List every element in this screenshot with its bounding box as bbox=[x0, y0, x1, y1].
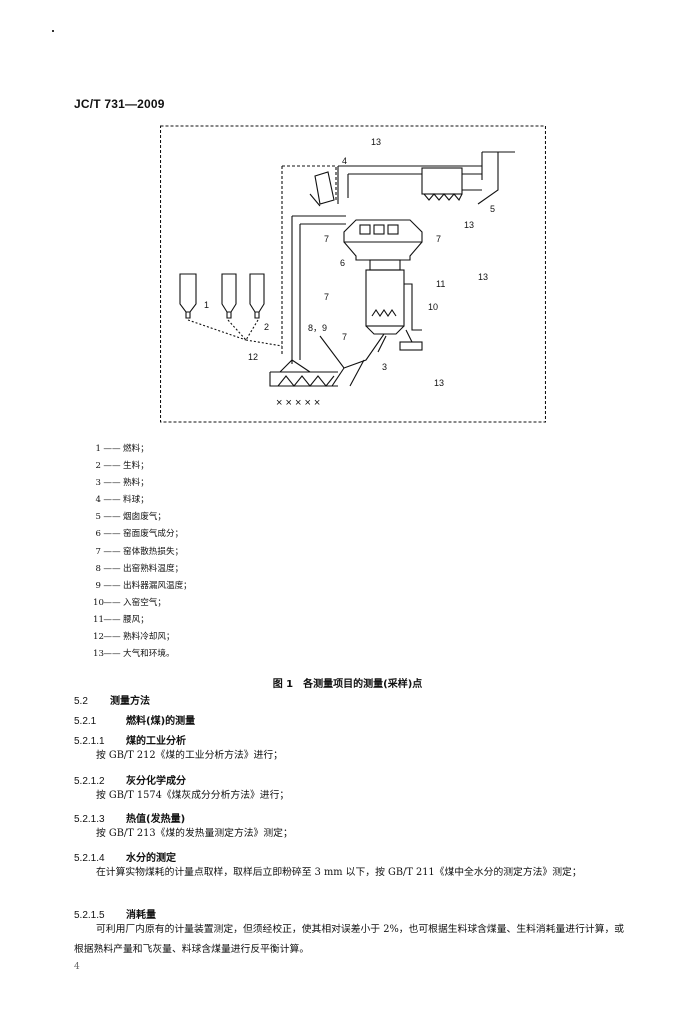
label-7-right: 7 bbox=[436, 234, 441, 244]
label-13-mid: 13 bbox=[478, 272, 488, 282]
legend-item: 9——出料器漏风温度； bbox=[95, 580, 192, 591]
label-7-low: 7 bbox=[342, 332, 347, 342]
legend-item: 4——料球； bbox=[95, 495, 149, 506]
label-6: 6 bbox=[340, 258, 345, 268]
kiln-diagram: 13 4 5 13 7 7 6 13 11 7 10 1 2 8，9 7 12 … bbox=[160, 125, 546, 423]
legend-item: 2——生料； bbox=[95, 461, 149, 472]
figure-1: 13 4 5 13 7 7 6 13 11 7 10 1 2 8，9 7 12 … bbox=[160, 124, 546, 424]
paragraph-5-2-1-2: 按 GB/T 1574《煤灰成分分析方法》进行； bbox=[96, 790, 290, 801]
feeder-4 bbox=[314, 171, 335, 205]
label-7-left: 7 bbox=[324, 234, 329, 244]
label-2: 2 bbox=[264, 322, 269, 332]
label-4: 4 bbox=[342, 156, 347, 166]
label-3: 3 bbox=[382, 362, 387, 372]
label-13-right: 13 bbox=[464, 220, 474, 230]
legend-item: 13——大气和环境。 bbox=[93, 649, 175, 660]
label-8-9: 8，9 bbox=[308, 323, 327, 333]
legend-item: 6——窑面废气成分； bbox=[95, 529, 184, 540]
kiln-shaft bbox=[365, 269, 405, 327]
page-number: 4 bbox=[74, 962, 80, 972]
boundary-dashed bbox=[160, 125, 546, 423]
legend-item: 10——入窑空气； bbox=[93, 597, 166, 608]
legend-item: 8——出窑熟料温度； bbox=[95, 563, 184, 574]
label-10: 10 bbox=[428, 302, 438, 312]
legend-item: 1——燃料； bbox=[95, 444, 149, 454]
paragraph-5-2-1-5: 可利用厂内原有的计量装置测定，但须经校正，使其相对误差小于 2%，也可根据生料球… bbox=[74, 924, 625, 955]
label-1: 1 bbox=[204, 300, 209, 310]
legend-item: 11——腰风； bbox=[93, 614, 149, 625]
label-5: 5 bbox=[490, 204, 495, 214]
standard-number: JC/T 731—2009 bbox=[74, 97, 165, 111]
paragraph-5-2-1-3: 按 GB/T 213《煤的发热量测定方法》测定； bbox=[96, 828, 293, 839]
figure-legend: 1——燃料； 2——生料； 3——熟料； 4——料球； 5——烟囱废气； 6——… bbox=[93, 441, 192, 663]
label-13-top: 13 bbox=[371, 137, 381, 147]
paragraph-5-2-1-1: 按 GB/T 212《煤的工业分析方法》进行； bbox=[96, 750, 283, 761]
label-11: 11 bbox=[436, 279, 445, 289]
legend-item: 12——熟料冷却风； bbox=[93, 632, 175, 643]
feed-bins bbox=[179, 273, 265, 319]
paragraph-5-2-1-4: 在计算实物煤耗的计量点取样，取样后立即粉碎至 3 mm 以下，按 GB/T 21… bbox=[96, 867, 582, 878]
label-7-mid: 7 bbox=[324, 292, 329, 302]
label-12: 12 bbox=[248, 352, 258, 362]
ground-marks: × × × × × bbox=[276, 397, 320, 409]
duct-box bbox=[421, 167, 463, 195]
kiln-hood bbox=[343, 219, 423, 243]
legend-item: 3——熟料； bbox=[95, 478, 149, 489]
legend-item: 5——烟囱废气； bbox=[95, 512, 166, 523]
legend-item: 7——窑体散热损失； bbox=[95, 546, 184, 557]
scan-speck bbox=[52, 30, 54, 32]
label-13-bottom: 13 bbox=[434, 378, 444, 388]
